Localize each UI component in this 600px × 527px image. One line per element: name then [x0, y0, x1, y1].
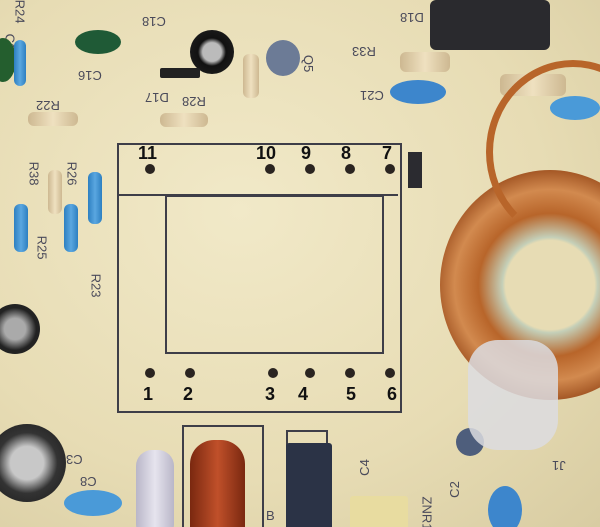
- pin-label-7: 7: [382, 143, 393, 163]
- pin-label-2: 2: [183, 384, 194, 404]
- pin-label-6: 6: [387, 384, 398, 404]
- resistor-r22: [28, 112, 78, 126]
- pin-label-11: 11: [138, 143, 158, 163]
- pin-hole: [185, 368, 195, 378]
- pin-hole: [345, 164, 355, 174]
- transistor-q5: [266, 40, 300, 76]
- pin-label-1: 1: [143, 384, 154, 404]
- pin-label-4: 4: [298, 384, 309, 404]
- pin-hole: [385, 368, 395, 378]
- label-r25: R25: [34, 235, 50, 260]
- blue-capacitor-c8: [64, 490, 122, 516]
- resistor: [64, 204, 78, 252]
- label-r33: R33: [352, 44, 376, 59]
- label-q5: Q5: [301, 54, 317, 73]
- bridge-rectifier: [286, 443, 332, 527]
- blue-capacitor-c21: [390, 80, 446, 104]
- label-r38: R38: [26, 161, 42, 186]
- resistor: [88, 172, 102, 224]
- label-d17: D17: [145, 90, 169, 105]
- label-c3: C3: [66, 452, 83, 467]
- label-c8: C8: [80, 474, 97, 489]
- resistor: [243, 54, 259, 98]
- green-capacitor: [0, 38, 16, 82]
- pin1-marker: [408, 152, 422, 188]
- electrolytic-capacitor-c18: [190, 30, 234, 74]
- label-b: B: [266, 508, 275, 523]
- diode-d17: [160, 68, 200, 78]
- label-c16: C16: [78, 68, 102, 83]
- power-resistor: [136, 450, 174, 527]
- pin-hole: [305, 164, 315, 174]
- label-c2: C2: [446, 481, 462, 498]
- pin-hole: [145, 164, 155, 174]
- transformer-outline: [117, 143, 402, 413]
- pin-hole: [385, 164, 395, 174]
- label-znr1: ZNR1: [419, 496, 435, 527]
- pin-hole: [268, 368, 278, 378]
- pin-label-10: 10: [256, 143, 277, 163]
- label-c4: C4: [356, 459, 372, 476]
- label-r26: R26: [64, 161, 80, 186]
- pin-hole: [145, 368, 155, 378]
- red-fuse: [190, 440, 245, 527]
- fuse-outline: [182, 425, 264, 527]
- yellow-capacitor-c4: [350, 496, 408, 527]
- pin-label-3: 3: [265, 384, 276, 404]
- resistor: [14, 204, 28, 252]
- resistor-r26: [48, 170, 62, 214]
- pin-label-8: 8: [341, 143, 352, 163]
- pin-label-5: 5: [346, 384, 357, 404]
- electrolytic-capacitor-c3: [0, 424, 66, 502]
- pin-hole: [345, 368, 355, 378]
- resistor: [14, 40, 26, 86]
- label-r22: R22: [36, 98, 60, 113]
- label-j1: J1: [552, 458, 566, 473]
- transformer-core-outline: [165, 195, 384, 354]
- label-r24: R24: [12, 0, 28, 24]
- insulation-sleeve: [468, 340, 558, 450]
- label-d18: D18: [400, 10, 424, 25]
- label-c18: C18: [142, 14, 166, 29]
- electrolytic-capacitor: [0, 304, 40, 354]
- label-r28: R28: [182, 94, 206, 109]
- heatsink-d18: [430, 0, 550, 50]
- resistor-r28: [160, 113, 208, 127]
- pin-hole: [305, 368, 315, 378]
- resistor-r33: [400, 52, 450, 72]
- green-capacitor: [75, 30, 121, 54]
- label-r23: R23: [88, 273, 104, 298]
- pin-label-9: 9: [301, 143, 312, 163]
- blue-capacitor-c2: [488, 486, 522, 527]
- pin-hole: [265, 164, 275, 174]
- label-c21: C21: [360, 88, 384, 103]
